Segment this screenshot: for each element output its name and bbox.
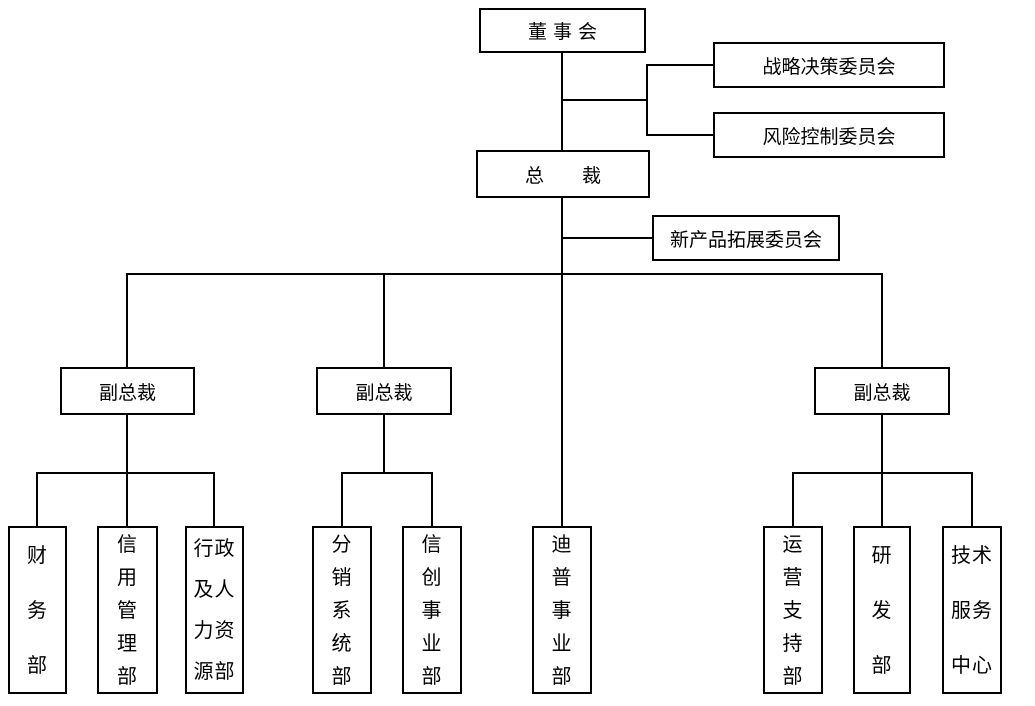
- node-vp-left: 副总裁: [60, 367, 195, 415]
- node-label: 战略决策委员会: [762, 55, 896, 78]
- connector-vp-middle-drop: [383, 273, 385, 367]
- node-dept-dipu-business: 迪 普 事 业 部: [532, 526, 592, 694]
- node-label: 副总裁: [98, 381, 156, 404]
- node-dept-rnd: 研 发 部: [853, 526, 911, 694]
- node-label: 信 创 事 业 部: [421, 531, 443, 688]
- node-dept-distribution-systems: 分 销 系 统 部: [312, 526, 372, 694]
- connector-middle-group-bar: [341, 472, 433, 474]
- connector-operations-drop: [792, 472, 794, 527]
- node-label: 研 发 部: [871, 542, 893, 677]
- node-dept-credit-management: 信 用 管 理 部: [97, 526, 158, 694]
- node-label: 总 裁: [524, 164, 601, 187]
- node-label: 迪 普 事 业 部: [551, 531, 573, 688]
- node-label: 副总裁: [355, 381, 413, 404]
- node-label: 运 营 支 持 部: [782, 531, 804, 688]
- node-label: 信 用 管 理 部: [117, 531, 138, 688]
- node-dept-finance: 财 务 部: [8, 526, 67, 694]
- node-dept-operations-support: 运 营 支 持 部: [763, 526, 823, 694]
- connector-xinchuang-drop: [431, 472, 433, 527]
- connector-vp-left-drop: [126, 273, 128, 367]
- connector-vp-right-down: [881, 415, 883, 473]
- node-vp-right: 副总裁: [814, 367, 950, 415]
- connector-distribution-drop: [341, 472, 343, 527]
- connector-vp-left-down: [126, 415, 128, 473]
- node-new-product-committee: 新产品拓展委员会: [652, 215, 840, 261]
- node-label: 董 事 会: [527, 21, 598, 43]
- connector-new-product-committee-stub: [561, 237, 652, 239]
- node-dept-admin-hr: 行政 及人 力资 源部: [185, 526, 244, 694]
- connector-board-president: [561, 53, 563, 151]
- node-label: 技术 服务 中心: [951, 542, 993, 677]
- node-label: 分 销 系 统 部: [331, 531, 353, 688]
- node-dept-tech-service-center: 技术 服务 中心: [942, 526, 1002, 694]
- connector-finance-drop: [36, 472, 38, 527]
- node-president: 总 裁: [476, 150, 650, 198]
- node-risk-committee: 风险控制委员会: [713, 112, 945, 158]
- node-strategy-committee: 战略决策委员会: [713, 42, 945, 88]
- connector-left-group-bar: [36, 472, 215, 474]
- connector-rnd-drop: [881, 472, 883, 527]
- node-board: 董 事 会: [479, 8, 646, 53]
- connector-president-trunk: [561, 198, 563, 528]
- node-label: 新产品拓展委员会: [669, 228, 822, 251]
- node-label: 风险控制委员会: [762, 125, 896, 148]
- connector-to-committee-bracket: [561, 99, 647, 101]
- connector-vp-right-drop: [881, 273, 883, 367]
- connector-credit-drop: [126, 472, 128, 527]
- connector-committee-bracket: [646, 64, 648, 136]
- connector-vp-distribution-bar: [126, 273, 883, 275]
- connector-strategy-committee-stub: [646, 64, 713, 66]
- connector-admin-hr-drop: [213, 472, 215, 527]
- connector-tech-center-drop: [971, 472, 973, 527]
- node-label: 副总裁: [853, 381, 911, 404]
- connector-risk-committee-stub: [646, 134, 713, 136]
- node-vp-middle: 副总裁: [316, 367, 452, 415]
- node-label: 行政 及人 力资 源部: [193, 536, 236, 683]
- node-label: 财 务 部: [27, 542, 48, 677]
- node-dept-xinchuang-business: 信 创 事 业 部: [402, 526, 462, 694]
- connector-vp-middle-down: [383, 415, 385, 473]
